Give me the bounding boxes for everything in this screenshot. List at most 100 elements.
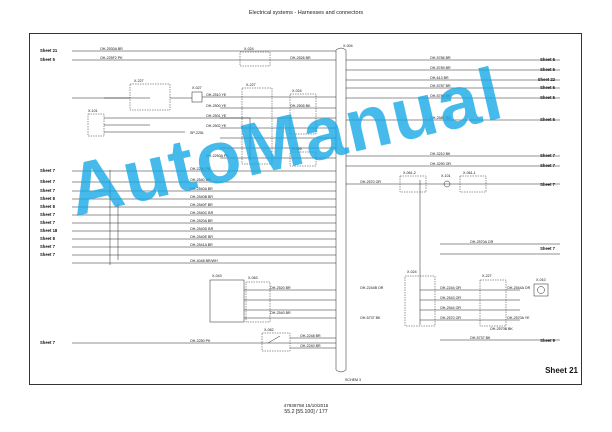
left-ref-3-wire: OH-2540 BR [190,178,211,182]
right-block-wire-1: OH-2244 OR [440,286,461,290]
x024-right-label: X-024 [407,270,417,274]
left-ref-12-wire: OH-4048 BR/WH [190,259,218,263]
left-ref-9-sheet: Sheet 18 [40,228,58,233]
right-wire-group: X-024 X-227 X-010 X-061-2 X-101 X-061-1 [346,59,560,341]
right-ref-6-sheet: Sheet 7 [540,153,556,158]
left-ref-4-sheet: Sheet 7 [40,188,56,193]
x227-left-box [129,83,171,111]
right-ref-9-wire: OH-2570A OR [470,240,494,244]
x010-box [533,283,549,297]
right-block-wire-6: OH-2570A YE [507,316,530,320]
upper-left-cluster: X-227 X-027 X-101 SP-225L X-024 X-227 X-… [87,47,336,167]
mid-wire-3: OH-2502 YE [206,124,227,128]
left-wire-group [72,50,336,344]
right-block-wire-3: OH-2544 OR [440,306,461,310]
left-ref-1-wire: OH-225F2 PK [100,56,123,60]
x227-right-label: X-227 [482,274,492,278]
x101b-component [443,180,451,188]
right-ref-10-sheet: Sheet 9 [540,338,556,343]
left-ref-0-sheet: Sheet 21 [40,48,58,53]
left-ref-5-wire: OH-2540B BR [190,195,213,199]
x061-1-label: X-061-1 [463,171,476,175]
right-ref-1-sheet: Sheet 5 [540,67,556,72]
right-ref-2-wire: OH-613 BR [430,76,449,80]
right-block-wire-5: OH-2544A OR [507,286,531,290]
right-block-wire-2: OH-2543 OR [440,296,461,300]
right-ref-3-sheet: Sheet 5 [540,85,556,90]
left-ref-13-sheet: Sheet 7 [40,340,56,345]
left-ref-6-wire: OH-2540F BR [190,203,213,207]
x043-label: X-043 [212,274,222,278]
page-header: Electrical systems - Harnesses and conne… [248,10,364,16]
left-ref-11-sheet: Sheet 7 [40,244,56,249]
left-ref-11-wire: OH-2541A BR [190,243,213,247]
right-ref-4-wire: OH-5788 BR [430,94,451,98]
x027-box [191,91,203,103]
x026-label: X-026 [292,147,302,151]
left-ref-2-wire: OH-225L PK [190,167,211,171]
x227-mid-label: X-227 [246,83,256,87]
right-ref-5-sheet: Sheet 5 [540,117,556,122]
left-ref-4-wire: OH-2540A BR [190,187,213,191]
x024-right-box [404,275,436,327]
left-ref-5-sheet: Sheet 8 [40,196,56,201]
right-ref-3-wire: OH-5787 BR [430,84,451,88]
x062-label: X-062 [264,328,274,332]
right-ref-7-wire: OH-3290 OR [430,162,451,166]
bus-label: X-004 [343,44,353,48]
right-ref-8-sheet: Sheet 7 [540,182,556,187]
x063-box [245,281,271,323]
ground-label: OH-2570B BK [490,327,513,331]
x062-box [261,332,291,352]
mid-wire-8: OH-2248 BR [300,334,321,338]
mid-wire-9: OH-2240 BR [300,344,321,348]
right-ref-7-sheet: Sheet 7 [540,163,556,168]
left-ref-1-sheet: Sheet 5 [40,57,56,62]
right-ref-0-wire: OH-5786 BR [430,56,451,60]
left-ref-7-sheet: Sheet 7 [40,212,56,217]
left-ref-3-sheet: Sheet 7 [40,179,56,184]
x101b-label: X-101 [441,174,451,178]
mid-wire-6: OH-2520 BR [270,286,291,290]
schematic-frame [29,33,582,385]
x101-label: X-101 [88,109,98,113]
left-ref-0-wire: OH-2530A BR [100,47,123,51]
mid-wire-2: OH-2501 YE [206,114,227,118]
mid-wire-10: OH-2526 BR [290,56,311,60]
right-ref-8-wire: OH-2570 OR [360,180,381,184]
left-ref-12-sheet: Sheet 7 [40,252,56,257]
left-ref-10-wire: OH-2540E BR [190,235,213,239]
sheet-label: Sheet 21 [545,366,578,375]
left-ref-10-sheet: Sheet 8 [40,236,56,241]
right-ref-10-wire: OH-5737 BK [470,336,491,340]
x026-box [289,151,317,167]
left-ref-2-sheet: Sheet 7 [40,168,56,173]
left-ref-6-sheet: Sheet 8 [40,204,56,209]
right-ref-4-sheet: Sheet 5 [540,95,556,100]
x227-right-box [479,279,507,327]
right-block-wire-4: OH-2570 OR [440,316,461,320]
x227-mid-box [241,87,273,165]
right-block-wire-7: OH-5737 BK [360,316,381,320]
left-ref-13-wire: OH-2250 PK [190,339,211,343]
sp-label: SP-225L [190,131,204,135]
mid-wire-0: OH-2510 YE [206,93,227,97]
left-ref-9-wire: OH-2540D BR [190,227,214,231]
x043-box [209,279,245,323]
right-ref-0-sheet: Sheet 5 [540,57,556,62]
x101-box [87,113,105,137]
x061-2-label: X-061-2 [403,171,416,175]
x024-mid-label: X-024 [292,89,302,93]
bus-x004: X-004 [335,44,353,373]
right-ref-2-sheet: Sheet 22 [538,77,556,82]
x024-top-box [239,51,271,67]
x024-mid-box [289,93,317,135]
x061-2-box [399,175,427,193]
mid-wire-4: OH-2505 BK [290,104,311,108]
footer-page-ref: 55.2 [55.100] / 177 [284,409,328,415]
left-ref-8-sheet: Sheet 7 [40,220,56,225]
left-ref-8-wire: OH-2520A BR [190,219,213,223]
x010-component [537,286,545,294]
x227-left-label: X-227 [134,79,144,83]
